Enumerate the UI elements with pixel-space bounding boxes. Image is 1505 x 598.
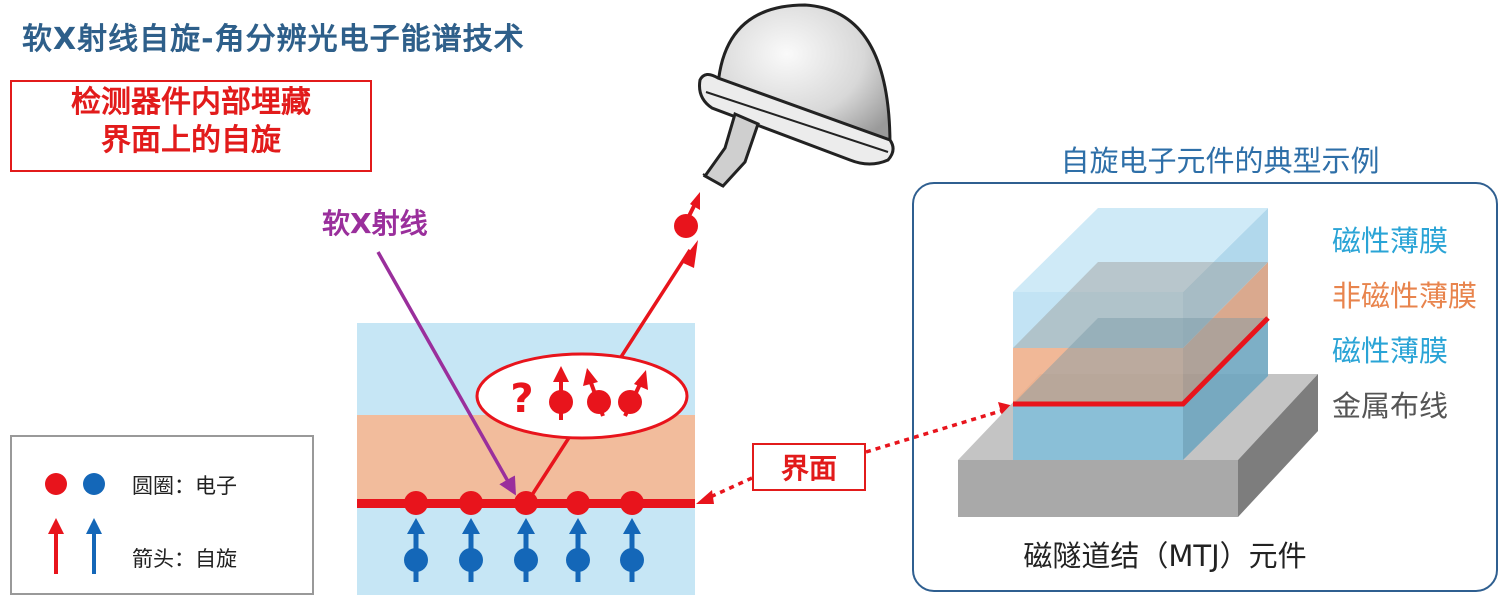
mtj-caption: 磁隧道结（MTJ）元件	[1023, 539, 1307, 573]
blue-electron	[514, 518, 538, 582]
callout-box	[10, 80, 372, 172]
red-electron	[566, 491, 590, 515]
spin-tilted-right-electron	[618, 370, 648, 417]
callout-line-1: 检测器件内部埋藏	[71, 85, 311, 120]
unknown-spin-oval: ?	[475, 352, 689, 440]
red-electron	[514, 491, 538, 515]
electron-analyzer-icon	[698, 3, 895, 188]
red-electron	[459, 491, 483, 515]
layer-label-metal-wiring: 金属布线	[1332, 389, 1449, 423]
layer-label-magnetic-top: 磁性薄膜	[1332, 224, 1449, 258]
spin-tilted-left-electron	[583, 368, 611, 417]
xray-beam-arrow	[376, 251, 516, 496]
right-panel-frame	[912, 182, 1498, 592]
red-electron	[404, 491, 428, 515]
legend-red-spin-arrow-icon	[48, 518, 64, 574]
metal-wiring-side	[1238, 374, 1318, 517]
legend-blue-electron-icon	[83, 473, 105, 495]
layer-label-magnetic-bottom: 磁性薄膜	[1332, 334, 1449, 368]
red-electron	[620, 491, 644, 515]
blue-electron	[404, 518, 428, 582]
blue-electron-row	[404, 518, 644, 582]
spin-up-electron	[549, 366, 573, 420]
layer-label-nonmagnetic: 非磁性薄膜	[1332, 279, 1478, 313]
emitted-electron	[674, 192, 700, 238]
legend-arrow-label: 箭头：自旋	[132, 547, 237, 571]
callout-line-2: 界面上的自旋	[101, 123, 281, 158]
photoelectron-path-arrowhead	[681, 240, 698, 268]
legend-blue-spin-arrow-icon	[86, 518, 102, 574]
mtj-interface-line	[1013, 316, 1270, 407]
question-mark: ?	[510, 376, 533, 422]
blue-electron	[620, 518, 644, 582]
legend-box	[10, 435, 314, 595]
page-title: 软X射线自旋-角分辨光电子能谱技术	[22, 22, 525, 57]
right-panel-title: 自旋电子元件的典型示例	[1060, 144, 1380, 178]
legend-icons	[45, 473, 105, 574]
legend-circle-label: 圆圈：电子	[132, 474, 237, 498]
callout-text: 检测器件内部埋藏 界面上的自旋	[10, 84, 372, 160]
blue-electron	[459, 518, 483, 582]
interface-label-box	[752, 443, 866, 491]
xray-label: 软X射线	[322, 207, 428, 240]
legend-red-electron-icon	[45, 473, 67, 495]
mtj-element-drawing	[958, 208, 1318, 517]
metal-wiring-front	[958, 460, 1238, 517]
red-electron-row	[404, 491, 644, 515]
interface-label: 界面	[780, 452, 837, 485]
blue-electron	[566, 518, 590, 582]
